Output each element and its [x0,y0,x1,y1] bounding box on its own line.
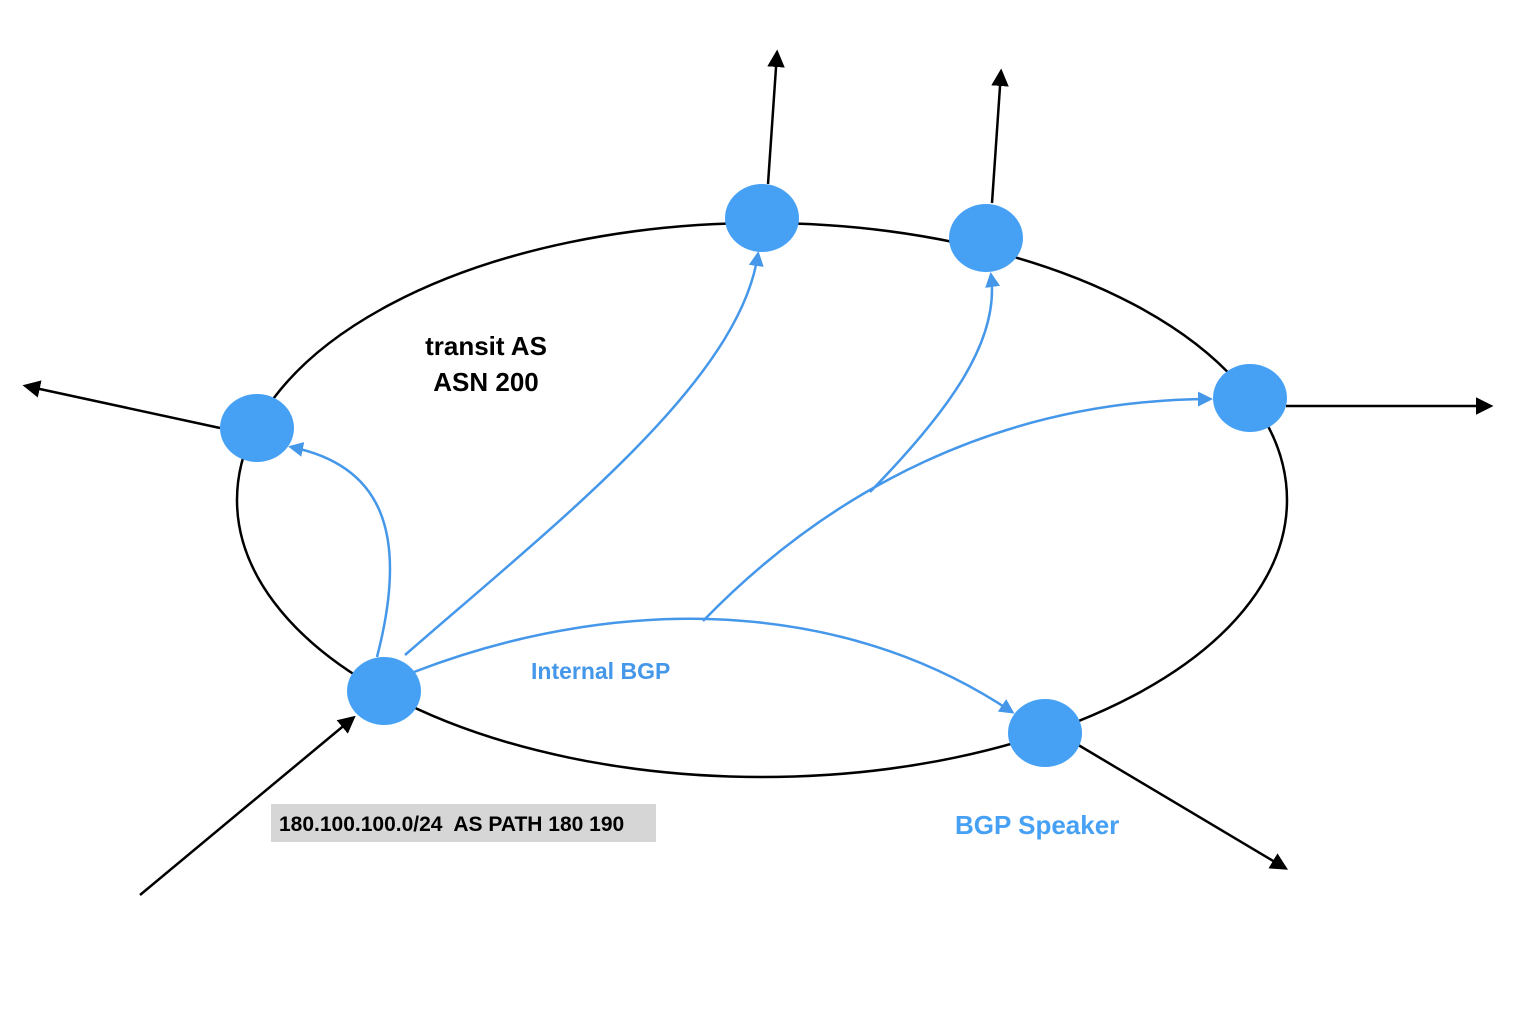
routers [220,184,1287,767]
ibgp-links [288,251,1213,714]
ibgp-link-to-right [702,391,1213,622]
prefix-announcement-box: 180.100.100.0/24 AS PATH 180 190 [271,804,656,842]
external-link-left [22,380,221,430]
router-node-top-center[interactable] [725,184,799,252]
external-link-incoming [139,715,356,896]
router-node-bottom-right[interactable] [1008,699,1082,767]
ibgp-link-to-left [288,442,392,658]
router-node-bottom-left[interactable] [347,657,421,725]
external-links [22,49,1494,896]
ibgp-link-to-bottom-right [413,617,1015,714]
external-link-top-center [766,49,785,185]
prefix-announcement-background [271,804,656,842]
bgp-speaker-label: BGP Speaker [955,810,1119,840]
ibgp-label: Internal BGP [531,658,670,684]
router-node-top-right[interactable] [949,204,1023,272]
router-node-left[interactable] [220,394,294,462]
router-node-right[interactable] [1213,364,1287,432]
as-label-line2: ASN 200 [433,367,539,397]
ibgp-link-to-top-right [869,272,1001,493]
as-label-line1: transit AS [425,331,547,361]
prefix-announcement-text: 180.100.100.0/24 AS PATH 180 190 [279,813,624,836]
ibgp-link-to-top-center [404,251,764,656]
external-link-top-right [990,68,1009,204]
external-link-bottom-right [1074,741,1289,870]
